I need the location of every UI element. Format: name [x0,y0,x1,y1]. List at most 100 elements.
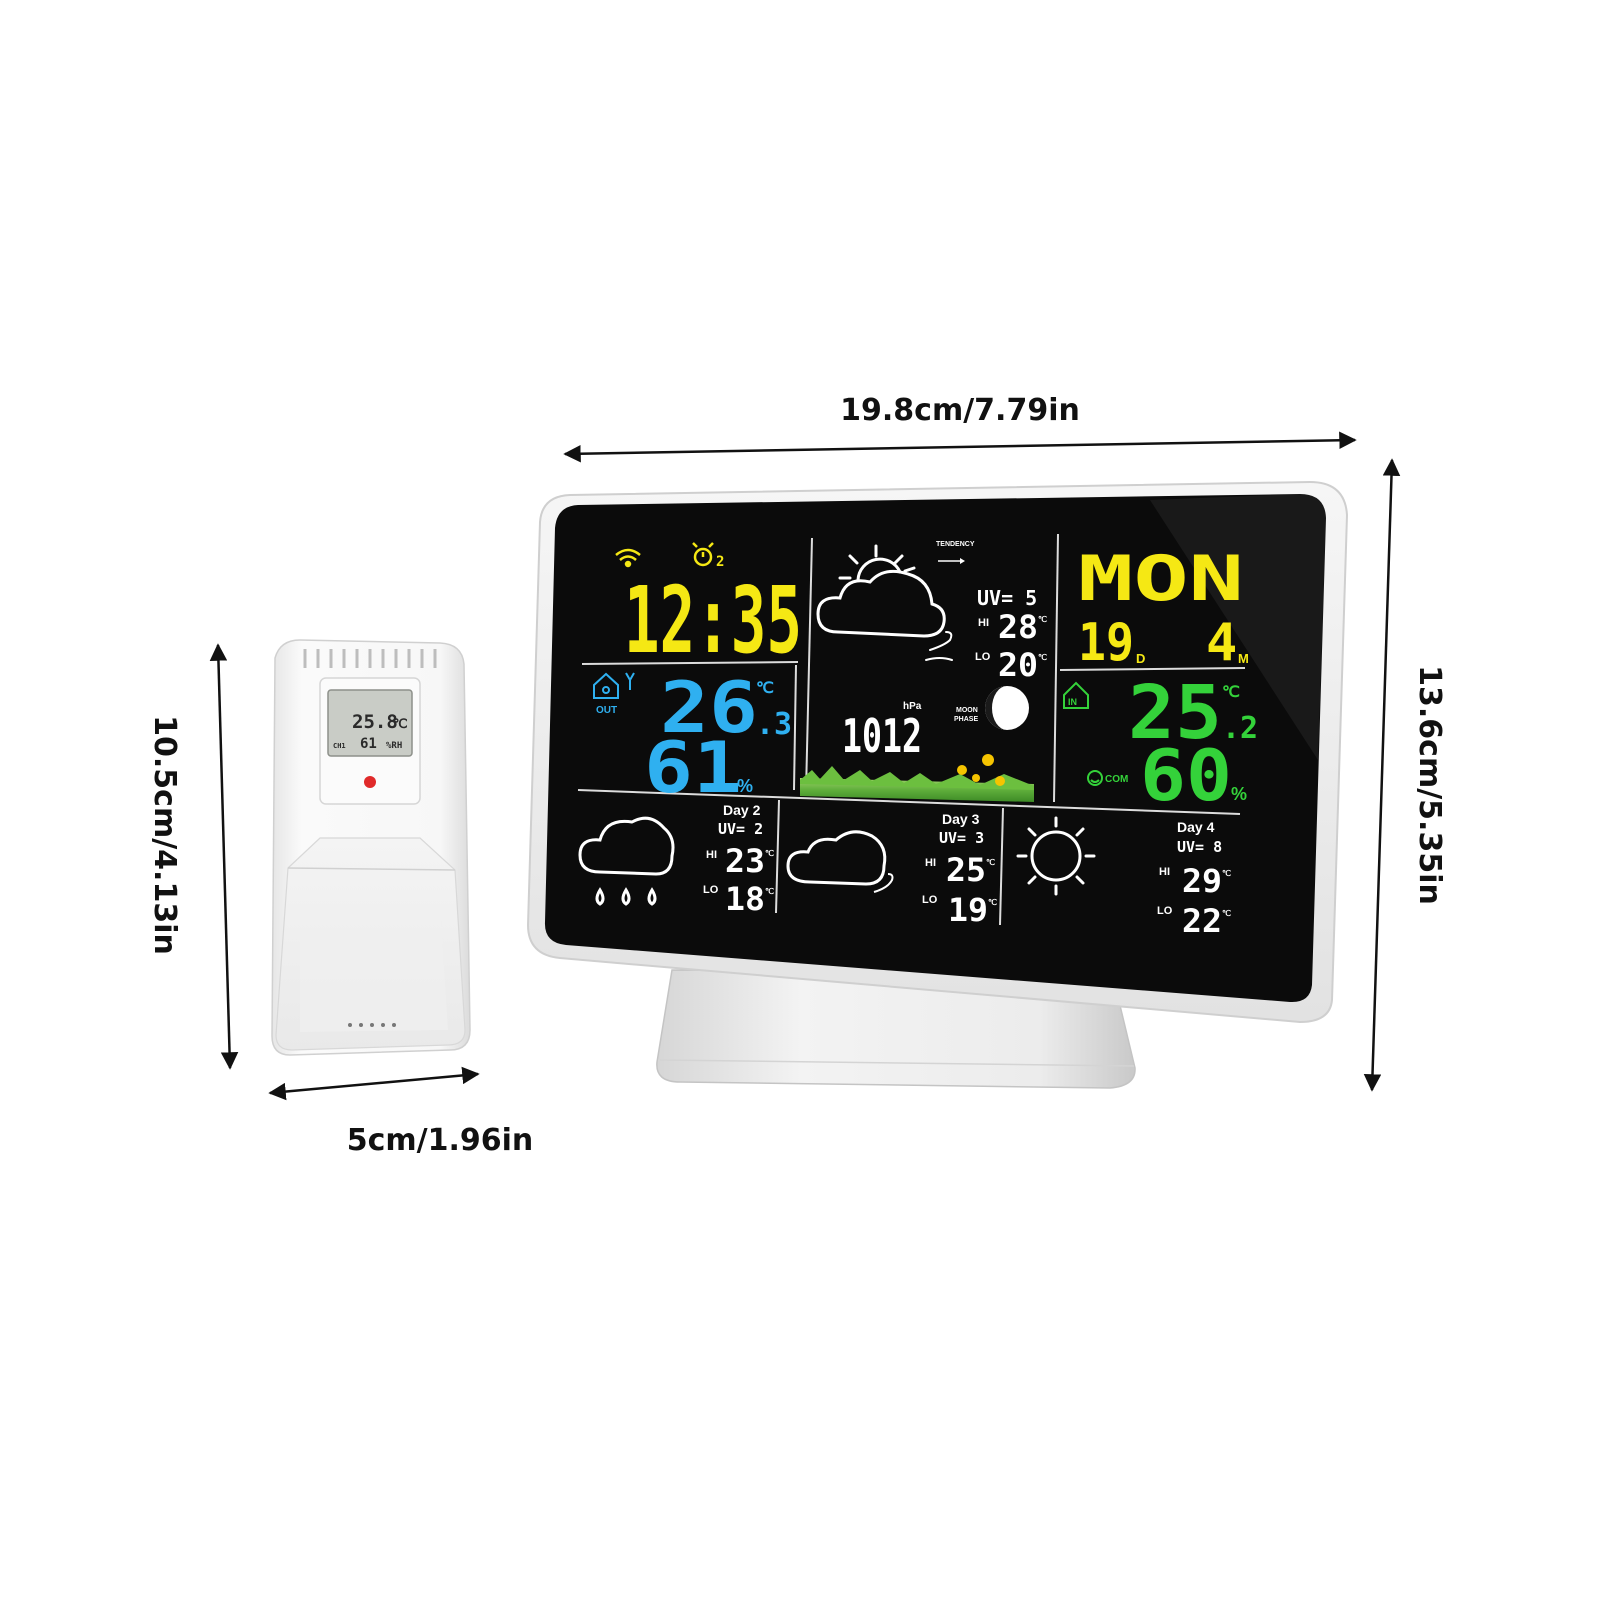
day4-lo-unit: ℃ [1222,909,1231,918]
alarm-number: 2 [716,554,724,570]
forecast-day-3: Day 3 UV= 3 HI 25 ℃ LO 19 ℃ [786,811,997,929]
day3-lo-label: LO [922,894,938,906]
moon-label-1: MOON [956,707,978,714]
house-out-icon [593,672,619,699]
sensor-dots [348,1023,396,1027]
sensor-height-label: 10.5cm/4.13in [147,715,182,955]
outdoor-sensor: 25.8 ℃ CH1 61 %RH [271,639,471,1056]
cloud-icon [786,830,887,886]
dimension-sensor-height: 10.5cm/4.13in [147,643,239,1070]
indoor-humidity-unit: % [1231,784,1247,804]
wind-icon [925,631,953,661]
day3-lo: 19 [948,891,988,929]
station-stand [656,969,1136,1089]
sensor-vents [303,649,437,668]
dimension-sensor-width: 5cm/1.96in [268,1066,534,1158]
width-label: 19.8cm/7.79in [840,393,1080,428]
wifi-icon [615,548,641,568]
today-uv: UV= 5 [977,586,1037,610]
day3-uv: UV= 3 [939,829,984,847]
sun-icon [1016,816,1096,896]
day2-label: Day 2 [723,802,761,818]
clock-time: 12:35 [624,567,802,674]
indoor-panel: IN 25 .2 ℃ COM 60 % [1063,670,1258,817]
outdoor-temp-unit: ℃ [756,678,774,697]
today-hi-unit: ℃ [1038,615,1047,624]
outdoor-humidity: 61 [644,727,742,809]
day4-lo: 22 [1182,902,1222,940]
day4-label: Day 4 [1177,819,1215,835]
date-month: 4 [1206,613,1237,673]
rain-cloud-icon [578,816,675,906]
today-hi: 28 [998,608,1038,646]
sensor-width-label: 5cm/1.96in [347,1123,534,1158]
day2-uv: UV= 2 [718,820,763,838]
date-day-suffix: D [1136,651,1145,666]
tendency-arrow-icon [938,558,965,564]
pressure-value: 1012 [842,709,922,763]
sensor-lcd [327,689,413,757]
alarm-icon [692,542,714,567]
outdoor-label: OUT [596,705,617,716]
station-display: 2 12:35 OUT 26 .3 ℃ 61 % [577,533,1258,940]
comfort-face-icon [1087,770,1103,786]
sensor-led-icon [364,776,376,788]
indoor-humidity: 60 [1140,735,1232,817]
sensor-temp: 25.8 [352,711,398,733]
day3-wind-icon [873,873,894,893]
height-label: 13.6cm/5.35in [1412,665,1447,905]
day3-lo-unit: ℃ [988,898,997,907]
forecast-day-2: Day 2 UV= 2 HI 23 ℃ LO 18 ℃ [578,802,774,918]
outdoor-humidity-unit: % [737,776,753,796]
moon-label-2: PHASE [954,716,978,723]
forecast-today: TENDENCY UV= 5 HI 28 ℃ LO 20 ℃ hPa 1012 … [800,541,1047,802]
indoor-temp-decimal: .2 [1222,711,1258,746]
forecast-day-4: Day 4 UV= 8 HI 29 ℃ LO 22 ℃ [1016,816,1231,940]
indoor-temp: 25 [1128,670,1222,756]
day4-lo-label: LO [1157,905,1173,917]
dimension-height: 13.6cm/5.35in [1363,458,1447,1092]
date-month-suffix: M [1238,651,1249,666]
weekday: MON [1078,542,1244,615]
day4-uv: UV= 8 [1177,838,1222,856]
day2-hi-unit: ℃ [765,849,774,858]
day2-hi-label: HI [706,849,717,861]
today-hi-label: HI [978,617,989,629]
indoor-temp-unit: ℃ [1222,682,1240,701]
dimension-width: 19.8cm/7.79in [563,393,1357,463]
day3-hi-label: HI [925,857,936,869]
outdoor-temp-decimal: .3 [756,707,792,742]
flower-icon [957,754,1005,786]
day2-lo-label: LO [703,884,719,896]
tendency-label: TENDENCY [936,541,975,548]
date-day: 19 [1078,613,1134,673]
day2-lo: 18 [725,880,765,918]
house-in-icon [1063,681,1089,709]
day3-hi: 25 [946,851,986,889]
moon-phase-icon [985,686,1029,730]
today-lo: 20 [998,646,1038,684]
sensor-channel: CH1 [333,742,346,750]
today-lo-unit: ℃ [1038,653,1047,662]
comfort-label: COM [1105,774,1128,785]
sensor-humidity-unit: %RH [386,741,402,751]
day4-hi-unit: ℃ [1222,869,1231,878]
indoor-label: IN [1068,697,1077,707]
day2-lo-unit: ℃ [765,887,774,896]
sensor-humidity: 61 [360,736,377,752]
date-panel: MON 19 D 4 M [1078,542,1249,673]
display-grid [577,533,1246,926]
today-lo-label: LO [975,651,991,663]
day4-hi: 29 [1182,862,1222,900]
day3-hi-unit: ℃ [986,858,995,867]
outdoor-temp: 26 [660,667,758,749]
day2-hi: 23 [725,842,765,880]
antenna-icon [625,672,635,690]
outdoor-panel: OUT 26 .3 ℃ 61 % [593,667,792,809]
grass-scene [800,754,1034,802]
day3-label: Day 3 [942,811,980,827]
time-panel: 2 12:35 [615,542,802,674]
partly-cloudy-icon [816,544,946,638]
weather-station [526,480,1349,1024]
